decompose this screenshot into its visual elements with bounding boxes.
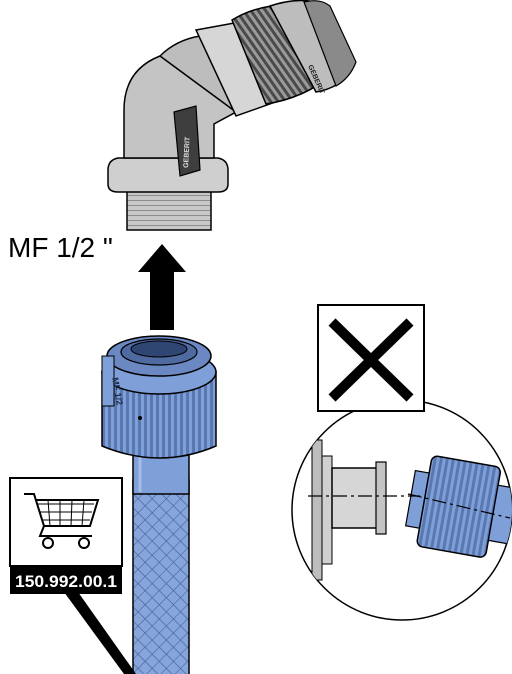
x-mark-icon: [328, 318, 414, 402]
wrong-installation-detail: [291, 304, 512, 621]
arrow-up-icon: [138, 244, 186, 330]
elbow-thread: [126, 185, 212, 231]
article-callout: 150.992.00.1: [9, 477, 136, 674]
article-number-label: 150.992.00.1: [15, 572, 117, 591]
thread-size-label: MF 1/2 ": [8, 232, 113, 263]
braided-hose: [132, 479, 190, 674]
nut-marking-text: MF 1/2: [110, 377, 125, 406]
clip-brand-text: GEBERIT: [183, 136, 192, 168]
elbow-fitting: GEBERIT GEBERIT: [107, 0, 357, 231]
shopping-cart-icon: [24, 493, 100, 549]
hose-assembly: MF 1/2: [101, 335, 217, 674]
